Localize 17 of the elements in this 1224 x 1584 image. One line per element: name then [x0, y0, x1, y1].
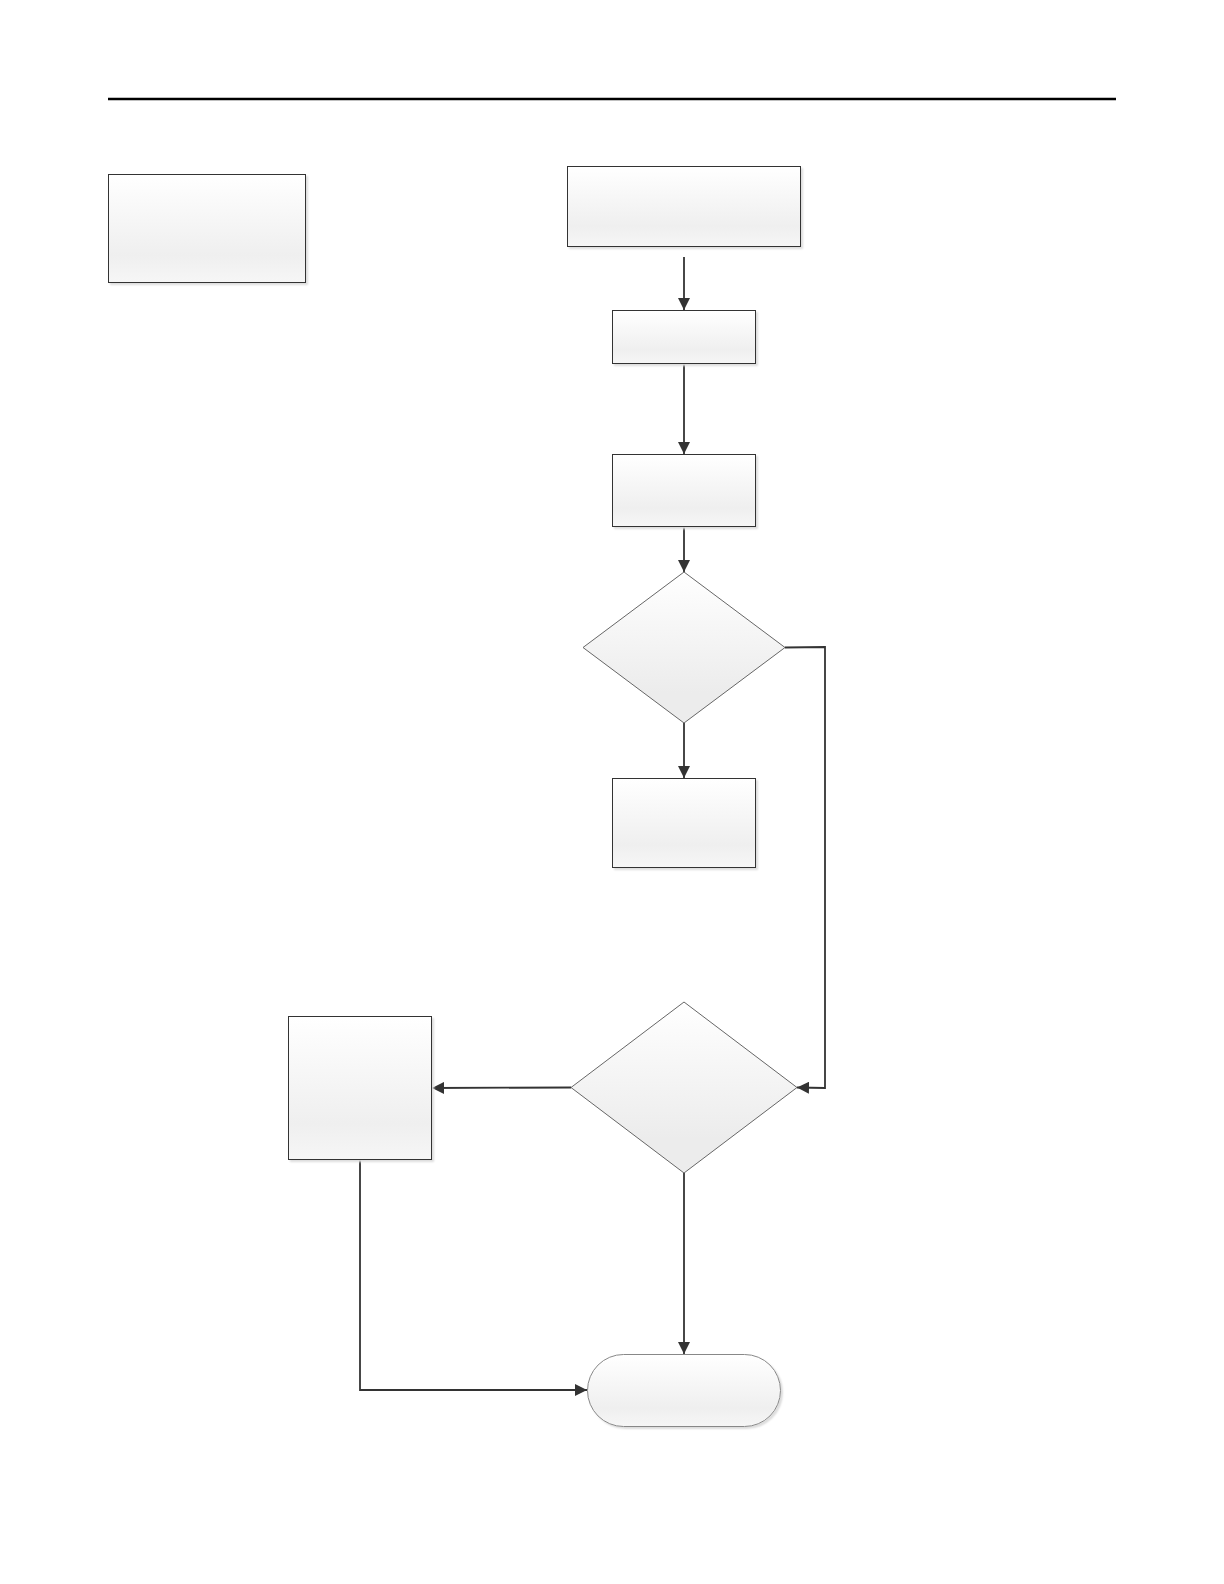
arrow	[678, 256, 690, 311]
decision-diamond	[571, 1002, 797, 1173]
process-box	[288, 1016, 432, 1160]
arrow	[678, 363, 690, 455]
arrow	[678, 722, 690, 779]
arrow	[359, 1159, 588, 1396]
arrow	[784, 646, 826, 1094]
process-box	[612, 454, 756, 527]
arrow	[431, 1081, 572, 1094]
process-box	[612, 310, 756, 364]
decision-diamond	[583, 572, 785, 723]
terminator-shape	[587, 1354, 781, 1427]
arrow	[678, 526, 690, 573]
process-box	[108, 174, 306, 283]
arrow	[678, 1172, 690, 1355]
process-box	[567, 166, 801, 247]
process-box	[612, 778, 756, 868]
